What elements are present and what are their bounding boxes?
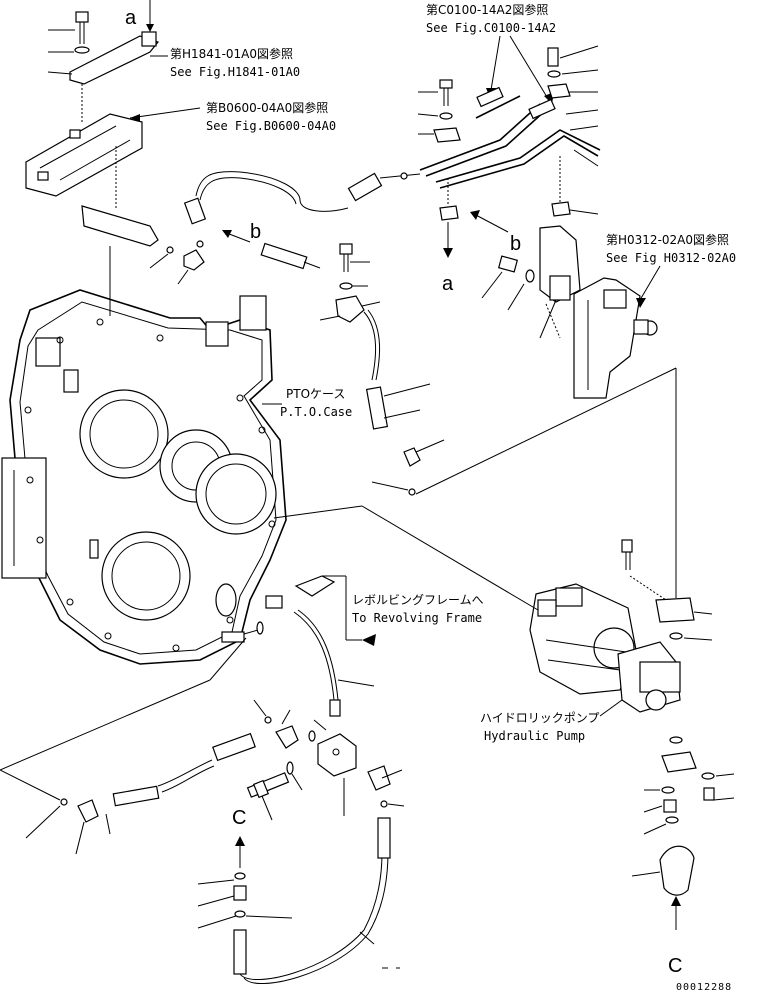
ref-h0312-jp: 第H0312-02A0図参照	[606, 232, 729, 247]
ref-h1841-jp: 第H1841-01A0図参照	[170, 46, 293, 61]
callout-b-right: b	[510, 233, 521, 255]
pto-case-jp: PTOケース	[286, 387, 345, 401]
pipe-assembly: 第C0100-14A2図参照 See Fig.C0100-14A2	[417, 2, 601, 295]
figure-number: 00012288	[676, 982, 732, 993]
hydraulic-pump-jp: ハイドロリックポンプ	[480, 711, 599, 725]
hose-assembly-top: b PTOケース P.T.O.Case	[183, 171, 445, 467]
hydraulic-pump-en: Hydraulic Pump	[484, 729, 585, 743]
ref-h1841-en: See Fig.H1841-01A0	[170, 65, 300, 79]
ref-h0312-en: See Fig H0312-02A0	[606, 251, 736, 265]
revolving-frame-line: レボルビングフレームへ To Revolving Frame	[221, 575, 484, 821]
connecting-lines	[273, 367, 677, 611]
top-left-bracket-assembly: a 第H1841-01A0図参照 See Fig.H1841-01A0 第B06…	[25, 0, 336, 285]
bottom-left-hose	[0, 637, 256, 855]
callout-a-top: a	[125, 7, 137, 29]
callout-a-mid: a	[442, 273, 454, 295]
ref-b0600-jp: 第B0600-04A0図参照	[206, 100, 328, 115]
bottom-c-assembly: C	[197, 807, 400, 985]
callout-b-left: b	[250, 221, 261, 243]
right-bracket-assembly: 第H0312-02A0図参照 See Fig H0312-02A0	[481, 225, 736, 399]
revolving-frame-en: To Revolving Frame	[352, 611, 482, 625]
ref-c0100-jp: 第C0100-14A2図参照	[426, 2, 548, 17]
pto-case-en: P.T.O.Case	[280, 405, 352, 419]
revolving-frame-jp: レボルビングフレームへ	[352, 593, 484, 607]
pto-case-body	[1, 246, 287, 665]
hydraulic-pump: ハイドロリックポンプ Hydraulic Pump	[480, 583, 681, 743]
callout-c-right: C	[668, 955, 682, 977]
callout-c-left: C	[232, 807, 246, 829]
pump-right-fittings: C 00012288	[621, 392, 735, 993]
ref-c0100-en: See Fig.C0100-14A2	[426, 21, 556, 35]
ref-b0600-en: See Fig.B0600-04A0	[206, 119, 336, 133]
